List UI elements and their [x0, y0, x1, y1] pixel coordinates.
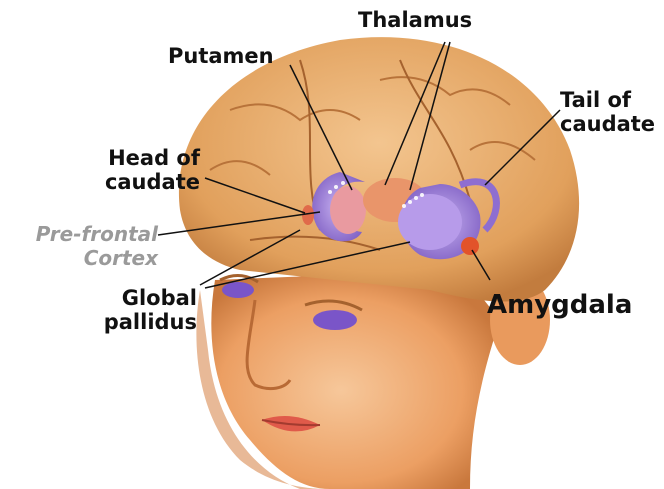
label-prefrontal-cortex: Pre-frontal Cortex [0, 222, 158, 270]
left-eye [222, 282, 254, 298]
label-amygdala: Amygdala [487, 290, 632, 320]
right-eye [313, 310, 357, 330]
label-thalamus: Thalamus [358, 8, 472, 32]
label-tail-of-caudate: Tail of caudate [560, 88, 655, 136]
label-putamen: Putamen [168, 44, 274, 68]
brain [179, 37, 579, 301]
label-head-of-caudate: Head of caudate [80, 146, 200, 194]
label-global-pallidus: Global pallidus [80, 286, 197, 334]
amygdala-structure [461, 237, 479, 255]
